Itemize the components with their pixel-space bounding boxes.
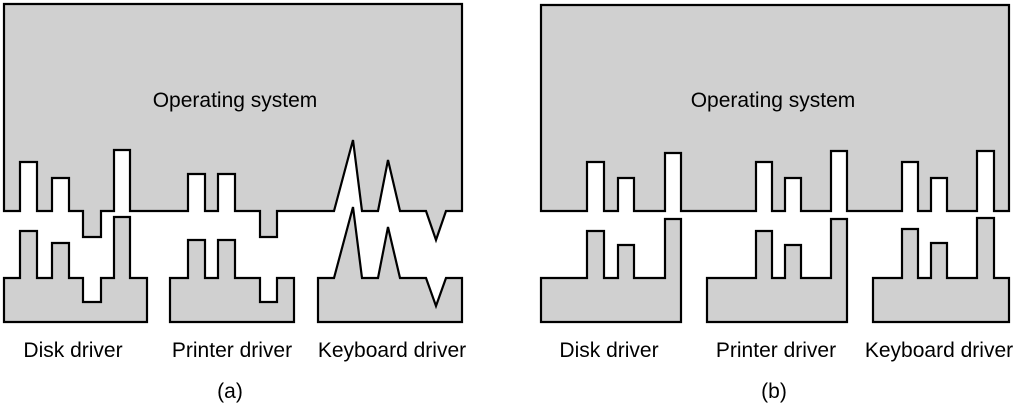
panel-a-printer-driver-block <box>168 238 296 324</box>
panel-b-printer-driver-block <box>705 217 849 324</box>
panel-a: Operating system Disk driver Printer dri… <box>2 2 466 403</box>
panel-b-keyboard-driver-block <box>871 216 1011 324</box>
panel-b-keyboard-driver-label: Keyboard driver <box>865 339 1013 362</box>
panel-a-caption: (a) <box>217 380 243 403</box>
panel-a-keyboard-driver-block <box>316 206 464 324</box>
panel-a-os-label: Operating system <box>153 89 318 112</box>
panel-a-disk-driver-label: Disk driver <box>23 339 122 362</box>
panel-b: Operating system Disk driver Printer dri… <box>539 3 1013 403</box>
panel-b-disk-driver-label: Disk driver <box>559 339 658 362</box>
panel-a-os-block <box>2 2 464 244</box>
panel-a-keyboard-driver-label: Keyboard driver <box>318 339 466 362</box>
panel-b-caption: (b) <box>761 380 787 403</box>
panel-b-os-block <box>539 3 1011 213</box>
panel-a-disk-driver-block <box>2 215 149 324</box>
panel-a-printer-driver-label: Printer driver <box>172 339 292 362</box>
panel-b-os-label: Operating system <box>691 89 856 112</box>
panel-b-disk-driver-block <box>539 217 683 324</box>
panel-b-printer-driver-label: Printer driver <box>716 339 836 362</box>
